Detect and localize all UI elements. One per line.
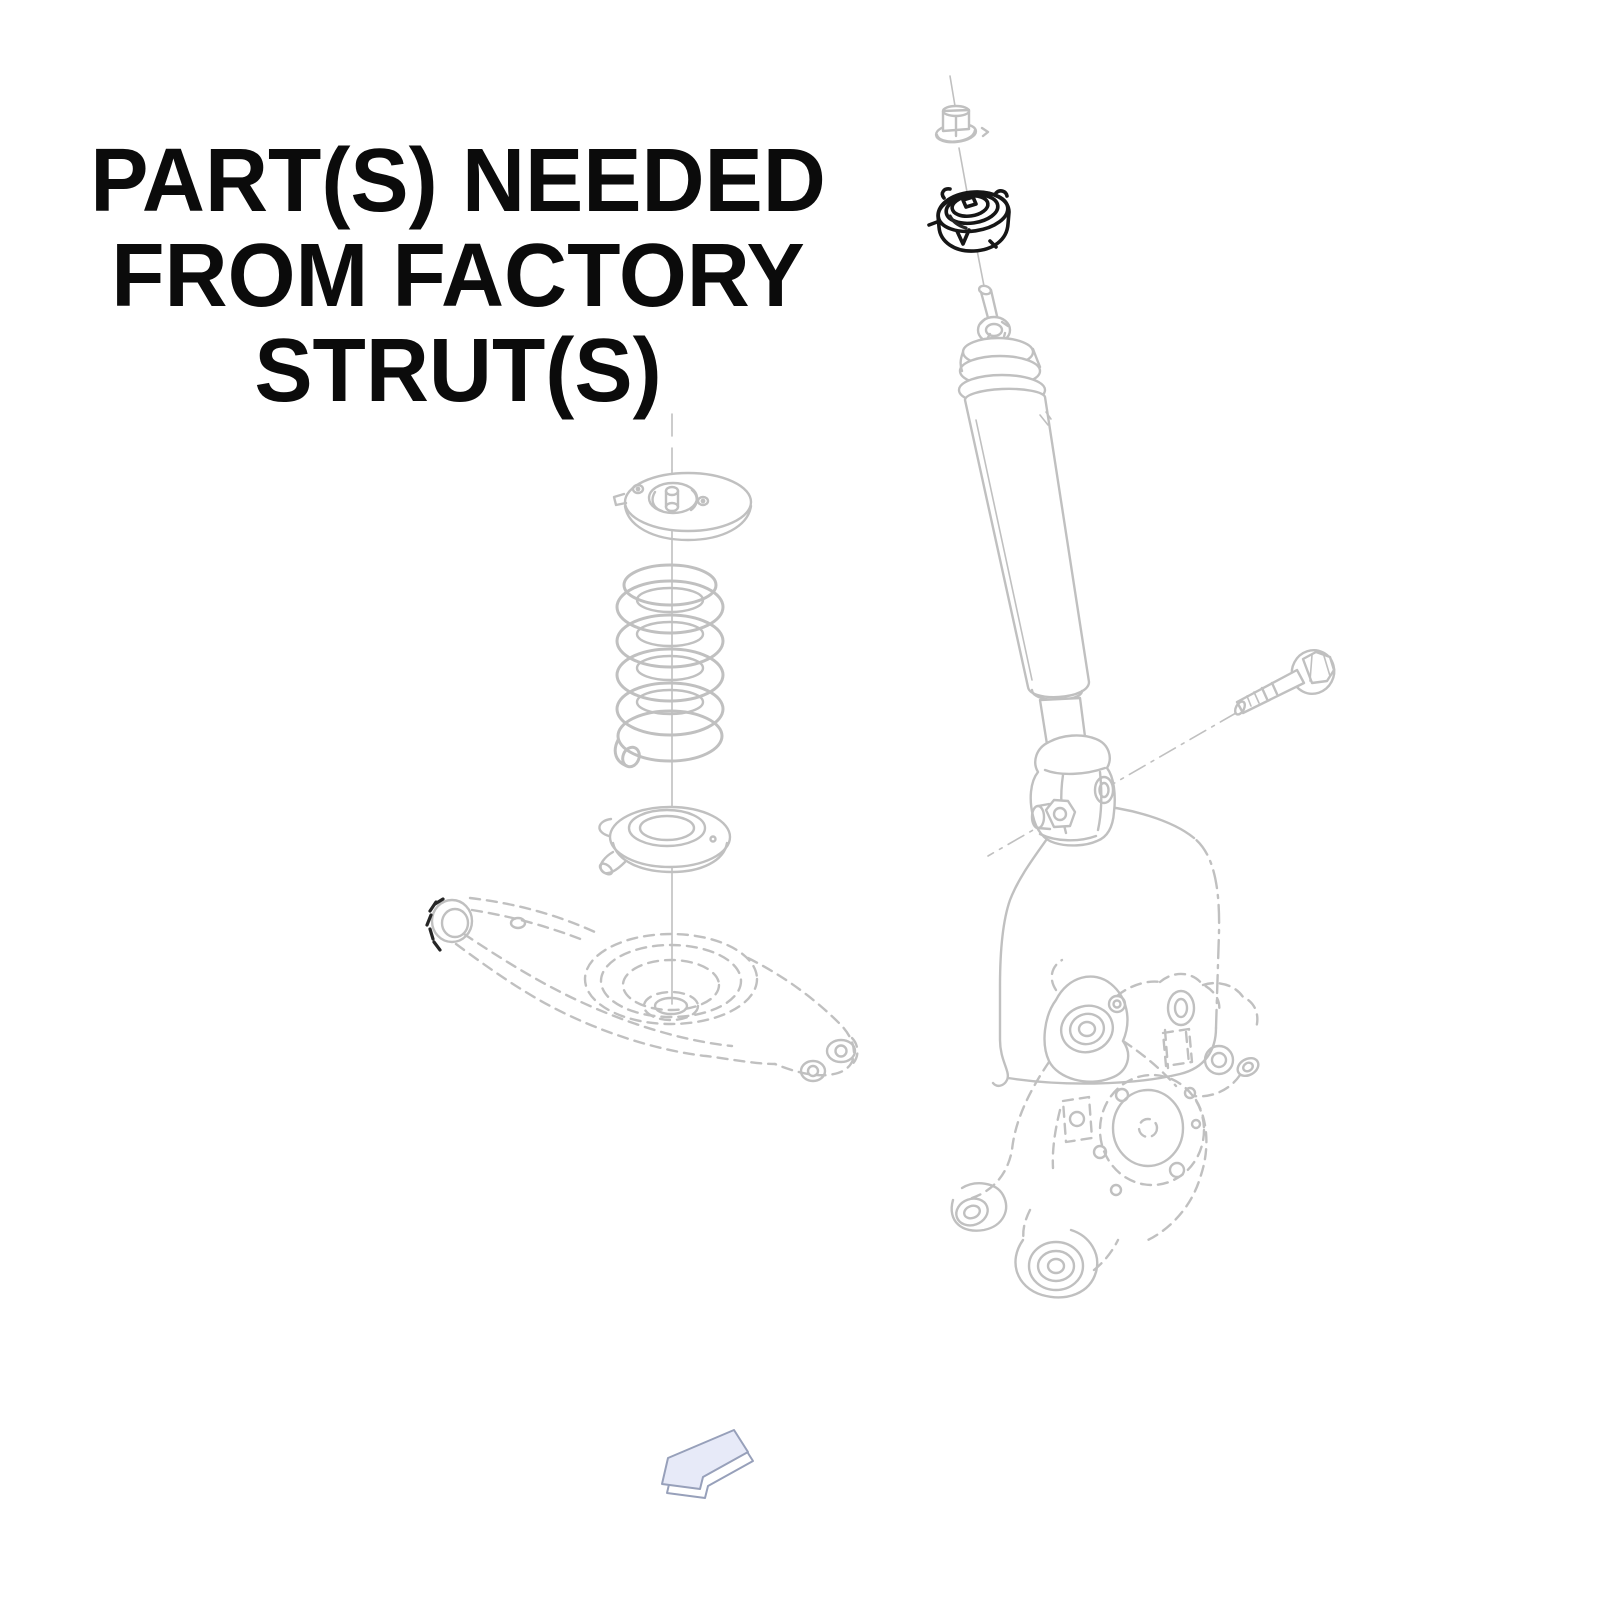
lower-spring-isolator bbox=[598, 805, 732, 876]
bushing-hatch-marks bbox=[425, 897, 445, 952]
shock-body bbox=[963, 387, 1091, 759]
knuckle-assembly bbox=[950, 958, 1260, 1299]
piston-rod bbox=[977, 284, 999, 320]
arrow-face bbox=[661, 1429, 749, 1490]
fork-nut bbox=[1030, 798, 1077, 831]
title-line-2: FROM FACTORY bbox=[111, 226, 805, 326]
title-line-1: PART(S) NEEDED bbox=[90, 131, 826, 231]
page-title: PART(S) NEEDED FROM FACTORY STRUT(S) bbox=[70, 134, 846, 419]
strut-fork bbox=[1029, 734, 1116, 847]
coil-spring bbox=[613, 563, 725, 769]
strut-axis-line bbox=[949, 75, 985, 287]
shock-absorber bbox=[957, 284, 1116, 847]
title-line-3: STRUT(S) bbox=[254, 321, 662, 421]
fork-mounting-bolt bbox=[1233, 649, 1336, 716]
lower-control-arm bbox=[425, 896, 859, 1083]
upper-spring-seat bbox=[612, 471, 753, 542]
flange-nut bbox=[934, 104, 990, 144]
strut-mount bbox=[927, 187, 1011, 253]
splined-rod-end bbox=[976, 315, 1012, 345]
direction-arrow bbox=[661, 1429, 754, 1499]
